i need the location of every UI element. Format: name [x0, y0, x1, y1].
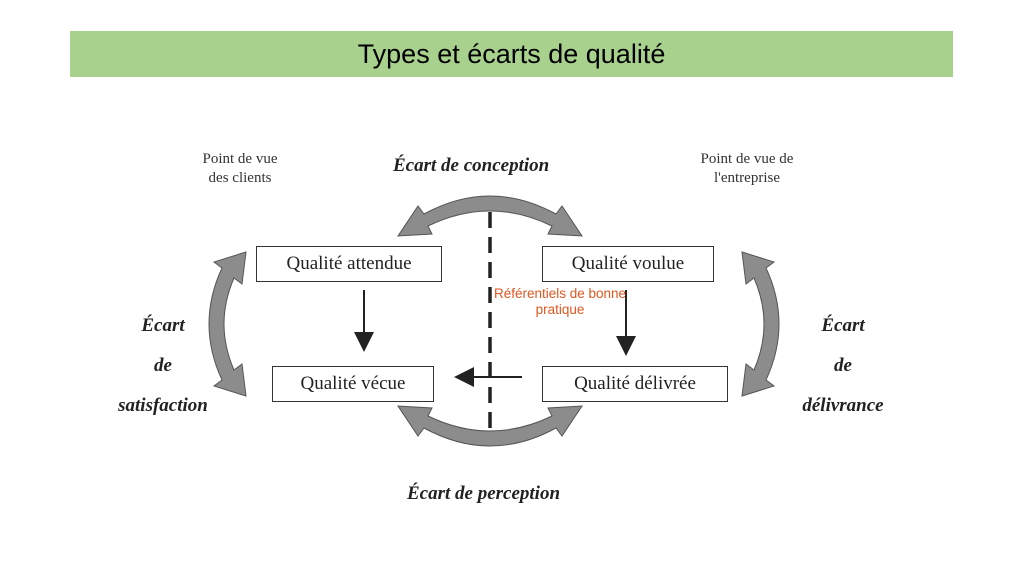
- box-wanted-quality: Qualité voulue: [542, 246, 714, 282]
- slide-title: Types et écarts de qualité: [357, 38, 666, 69]
- title-bar: Types et écarts de qualité: [70, 31, 953, 77]
- label-company-view: Point de vue de l'entreprise: [700, 151, 794, 186]
- label-satisfaction-gap: Écart de satisfaction: [118, 315, 208, 416]
- delivery-gap-arrow: [741, 251, 780, 397]
- design-gap-arrow: [397, 195, 583, 237]
- label-client-view: Point de vue des clients: [202, 151, 278, 186]
- box-delivered-quality: Qualité délivrée: [542, 366, 728, 402]
- label-best-practice-referentials: Référentiels de bonne pratique: [493, 286, 627, 317]
- label-design-gap: Écart de conception: [393, 155, 550, 176]
- box-experienced-quality: Qualité vécue: [272, 366, 434, 402]
- satisfaction-gap-arrow: [208, 251, 247, 397]
- label-delivery-gap: Écart de délivrance: [802, 315, 884, 416]
- label-perception-gap: Écart de perception: [407, 483, 561, 504]
- box-expected-quality: Qualité attendue: [256, 246, 442, 282]
- perception-gap-arrow: [397, 405, 583, 447]
